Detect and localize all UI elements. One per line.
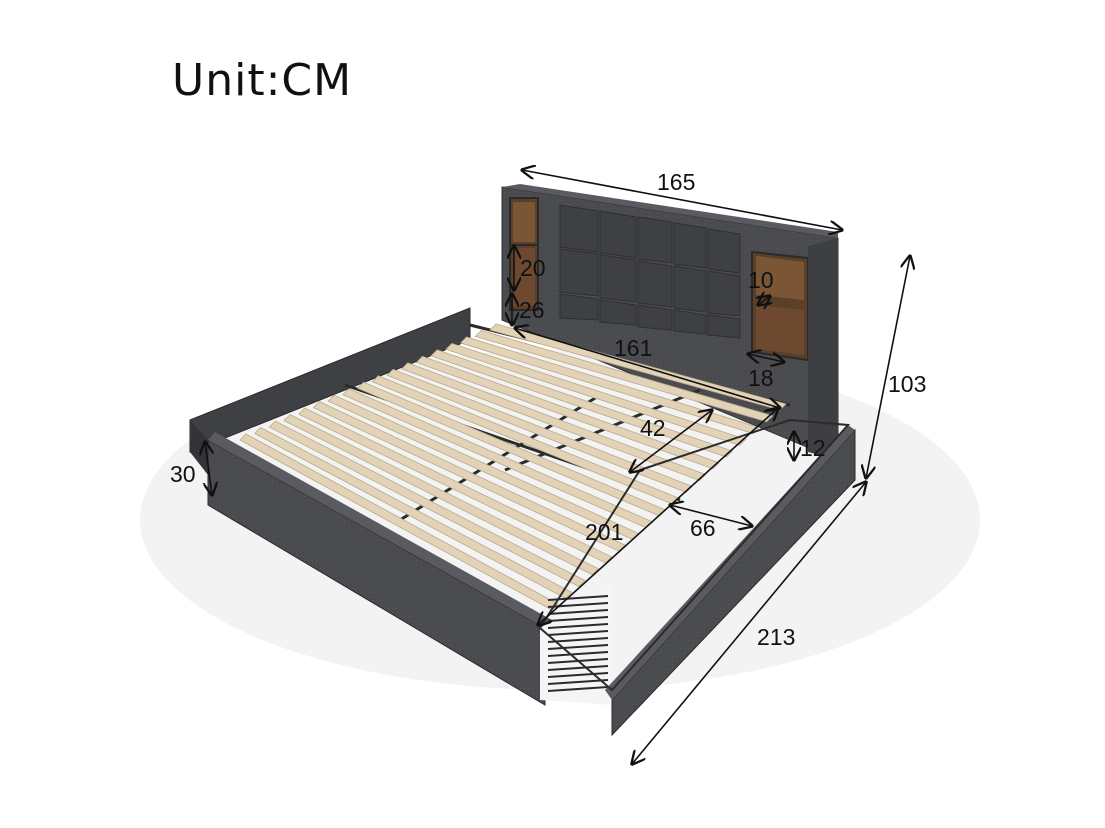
headboard-width-line xyxy=(522,170,842,230)
total-height-line xyxy=(866,256,910,478)
inner-width-line xyxy=(515,328,780,408)
shelf-height-label: 20 xyxy=(520,255,546,281)
total-length-label: 213 xyxy=(757,624,795,650)
shelf-to-rail-label: 26 xyxy=(519,297,545,323)
dimension-labels: 165 103 20 26 10 18 161 42 12 30 201 66 … xyxy=(170,169,926,650)
shelf-depth-line xyxy=(758,296,770,305)
side-rail-height-line xyxy=(205,442,212,495)
drawer-rod xyxy=(547,679,609,685)
shelf-depth-label: 10 xyxy=(748,267,774,293)
drawer-rod xyxy=(547,637,609,643)
total-length-line xyxy=(632,482,866,764)
inner-width-label: 161 xyxy=(614,335,652,361)
drawer-rod xyxy=(547,672,609,678)
drawer-height-label: 12 xyxy=(800,435,826,461)
drawer-rod xyxy=(547,651,609,657)
drawer-rod xyxy=(547,686,609,692)
headboard-width-label: 165 xyxy=(657,169,695,195)
drawer-rod xyxy=(547,644,609,650)
shelf-width-label: 18 xyxy=(748,365,774,391)
slat-gap-label: 42 xyxy=(640,415,666,441)
drawer-rod xyxy=(547,630,609,636)
unit-title: Unit:CM xyxy=(172,55,353,106)
drawer-rod xyxy=(547,665,609,671)
side-rail-height-label: 30 xyxy=(170,461,196,487)
total-height-label: 103 xyxy=(888,371,926,397)
drawer-length-label: 66 xyxy=(690,515,716,541)
dimension-lines xyxy=(205,170,910,764)
inner-length-label: 201 xyxy=(585,519,623,545)
